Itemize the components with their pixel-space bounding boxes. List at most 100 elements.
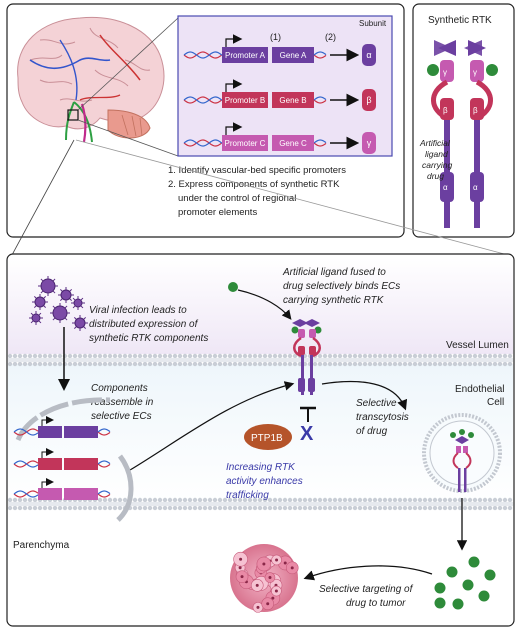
targeting-text-1: Selective targeting of (319, 584, 414, 595)
step-line-2: 2. Express components of synthetic RTK (168, 179, 340, 190)
promoter-label: Promoter C (225, 139, 266, 148)
transcription-start-arrow (225, 122, 243, 135)
promoter-block (222, 92, 268, 108)
gene-label: Gene C (279, 139, 307, 148)
synthetic-rtk-panel (412, 3, 515, 238)
viral-text-1: Viral infection leads to (89, 305, 187, 316)
transcytosis-text-3: of drug (356, 426, 388, 437)
synthetic-rtk-title: Synthetic RTK (428, 15, 492, 26)
step-line-1: 1. Identify vascular-bed specific promot… (168, 165, 346, 176)
ligand-binding-arrow (237, 289, 292, 320)
targeting-arrow (303, 565, 433, 581)
vessel-lumen-label: Vessel Lumen (446, 340, 509, 351)
subunit-label: γ (367, 138, 372, 148)
ligand-text-3: carrying synthetic RTK (283, 295, 385, 306)
viral-particles (29, 276, 88, 331)
brain-illustration (17, 16, 165, 143)
zoom-connector-right (75, 139, 509, 256)
zoom-line-bottom (77, 119, 179, 157)
drug-particle (484, 569, 496, 581)
drug-particle (478, 590, 490, 602)
drug-particle (468, 556, 480, 568)
tumor (230, 544, 299, 613)
subunit-block (362, 44, 376, 66)
step-line-3: under the control of regional (178, 193, 296, 204)
subunit-label: β (366, 95, 371, 105)
components-text-1: Components (91, 383, 148, 394)
drug-particle (462, 579, 474, 591)
endothelial-label-2: Cell (487, 397, 504, 408)
components-text-2: reassemble in (91, 397, 154, 408)
rtk-gamma-right: γ (473, 68, 477, 77)
viral-text-2: distributed expression of (89, 319, 199, 330)
rtk-activity-3: trafficking (226, 490, 269, 501)
promoter-row: Promoter A Gene A α (183, 34, 376, 66)
ligand-label-line-2: ligand (425, 149, 448, 159)
rtk-alpha-right: α (473, 183, 478, 192)
step2-marker: (2) (325, 32, 336, 42)
promoter-block (222, 135, 268, 151)
virus-particle (72, 315, 88, 331)
endothelial-label-1: Endothelial (455, 384, 504, 395)
transcytosis-text-2: transcytosis (356, 412, 409, 423)
rtk-activity-2: activity enhances (226, 476, 303, 487)
components-text-3: selective ECs (91, 411, 152, 422)
viral-text-3: synthetic RTK components (89, 333, 208, 344)
ptp1b-label: PTP1B (251, 433, 283, 444)
synthetic-rtk-receptor: γ γ β β α α (427, 40, 498, 228)
ptp1b-blob (244, 424, 292, 450)
free-ligand (228, 282, 238, 292)
gene-block (272, 135, 314, 151)
virus-particle (71, 296, 85, 310)
step-line-4: promoter elements (178, 207, 257, 218)
virus-particle (32, 294, 48, 310)
released-drug-particles (434, 556, 496, 610)
gene-block (272, 92, 314, 108)
rtk-activity-1: Increasing RTK (226, 462, 296, 473)
nucleus-envelope-right (116, 454, 134, 522)
rtk-gamma-left: γ (443, 68, 447, 77)
drug-particle (452, 598, 464, 610)
ligand-label-line-1: Artificial (419, 138, 451, 148)
membranes (7, 353, 513, 511)
zoom-line-top (77, 17, 179, 111)
rtk-alpha-left: α (443, 183, 448, 192)
subunit-label: α (366, 50, 371, 60)
drug-particle (434, 582, 446, 594)
drug-particle (434, 597, 446, 609)
gene-construct (13, 478, 111, 500)
gene-construct (13, 448, 111, 470)
transcytosis-text-1: Selective (356, 398, 397, 409)
gene-label: Gene A (280, 51, 307, 60)
subunit-block (362, 132, 376, 154)
virus-particle (50, 303, 70, 323)
drug-particle (446, 566, 458, 578)
vessel-lumen-band (8, 258, 513, 354)
promoter-inset-box (177, 15, 393, 157)
ligand-label-line-4: drug (427, 171, 444, 181)
zoom-connector-left (11, 139, 75, 256)
transcytosis-vesicle (422, 413, 502, 493)
step1-marker: (1) (270, 32, 281, 42)
nucleus-envelope (15, 397, 111, 442)
nucleus-gene-constructs (13, 416, 111, 500)
targeting-text-2: drug to tumor (346, 598, 406, 609)
gene-block (272, 47, 314, 63)
ligand-text-1: Artificial ligand fused to (282, 267, 386, 278)
transcytosis-arrow (321, 380, 408, 411)
rtk-beta-left: β (443, 106, 448, 115)
virus-particle (38, 276, 58, 296)
promoter-row: Promoter C Gene C γ (183, 122, 376, 154)
promoter-block (222, 47, 268, 63)
promoter-label: Promoter B (225, 96, 265, 105)
ligand-label-line-3: carrying (422, 160, 453, 170)
subunit-header: Subunit (359, 19, 387, 28)
components-to-rtk-arrow (129, 381, 295, 471)
gene-construct (13, 416, 111, 438)
promoter-label: Promoter A (225, 51, 266, 60)
parenchyma-label: Parenchyma (13, 540, 70, 551)
transcription-start-arrow (225, 34, 243, 47)
inhibit-mark: X (300, 423, 314, 445)
